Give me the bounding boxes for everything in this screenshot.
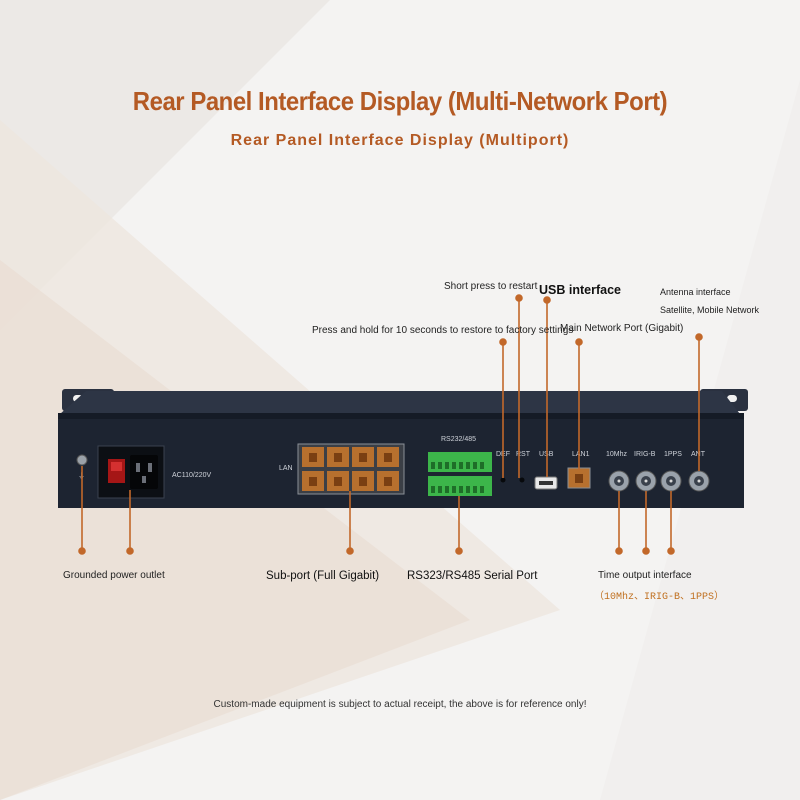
def-button — [501, 478, 506, 483]
bnc-ant — [689, 471, 709, 491]
callout-serial: RS323/RS485 Serial Port — [407, 570, 537, 582]
power-label: AC110/220V — [172, 472, 212, 479]
bnc-irigb — [636, 471, 656, 491]
lan-label: LAN — [279, 465, 293, 472]
callout-main-port: Main Network Port (Gigabit) — [560, 323, 683, 334]
chassis-top — [60, 391, 740, 414]
callout-grounded: Grounded power outlet — [63, 570, 165, 581]
callout-short-press: Short press to restart — [444, 281, 537, 292]
callout-time-output: Time output interface — [598, 570, 692, 581]
lan1-label: LAN1 — [572, 451, 590, 458]
callout-antenna-line1: Antenna interface — [660, 287, 731, 297]
callout-usb: USB interface — [539, 283, 621, 297]
footer-note: Custom-made equipment is subject to actu… — [0, 699, 800, 710]
tenmhz-label: 10Mhz — [606, 451, 628, 458]
bnc-1pps — [661, 471, 681, 491]
ground-screw — [77, 455, 87, 465]
rst-button — [520, 478, 525, 483]
callout-antenna-line2: Satellite, Mobile Network — [660, 305, 759, 315]
callout-press-hold: Press and hold for 10 seconds to restore… — [312, 325, 573, 336]
callout-time-output-detail: （10Mhz、IRIG-B、1PPS） — [594, 587, 724, 603]
rs-label: RS232/485 — [441, 436, 476, 443]
pps-label: 1PPS — [664, 451, 682, 458]
irigb-label: IRIG-B — [634, 451, 656, 458]
bnc-10mhz — [609, 471, 629, 491]
callout-subport: Sub-port (Full Gigabit) — [266, 570, 379, 582]
iec-socket — [130, 455, 158, 489]
